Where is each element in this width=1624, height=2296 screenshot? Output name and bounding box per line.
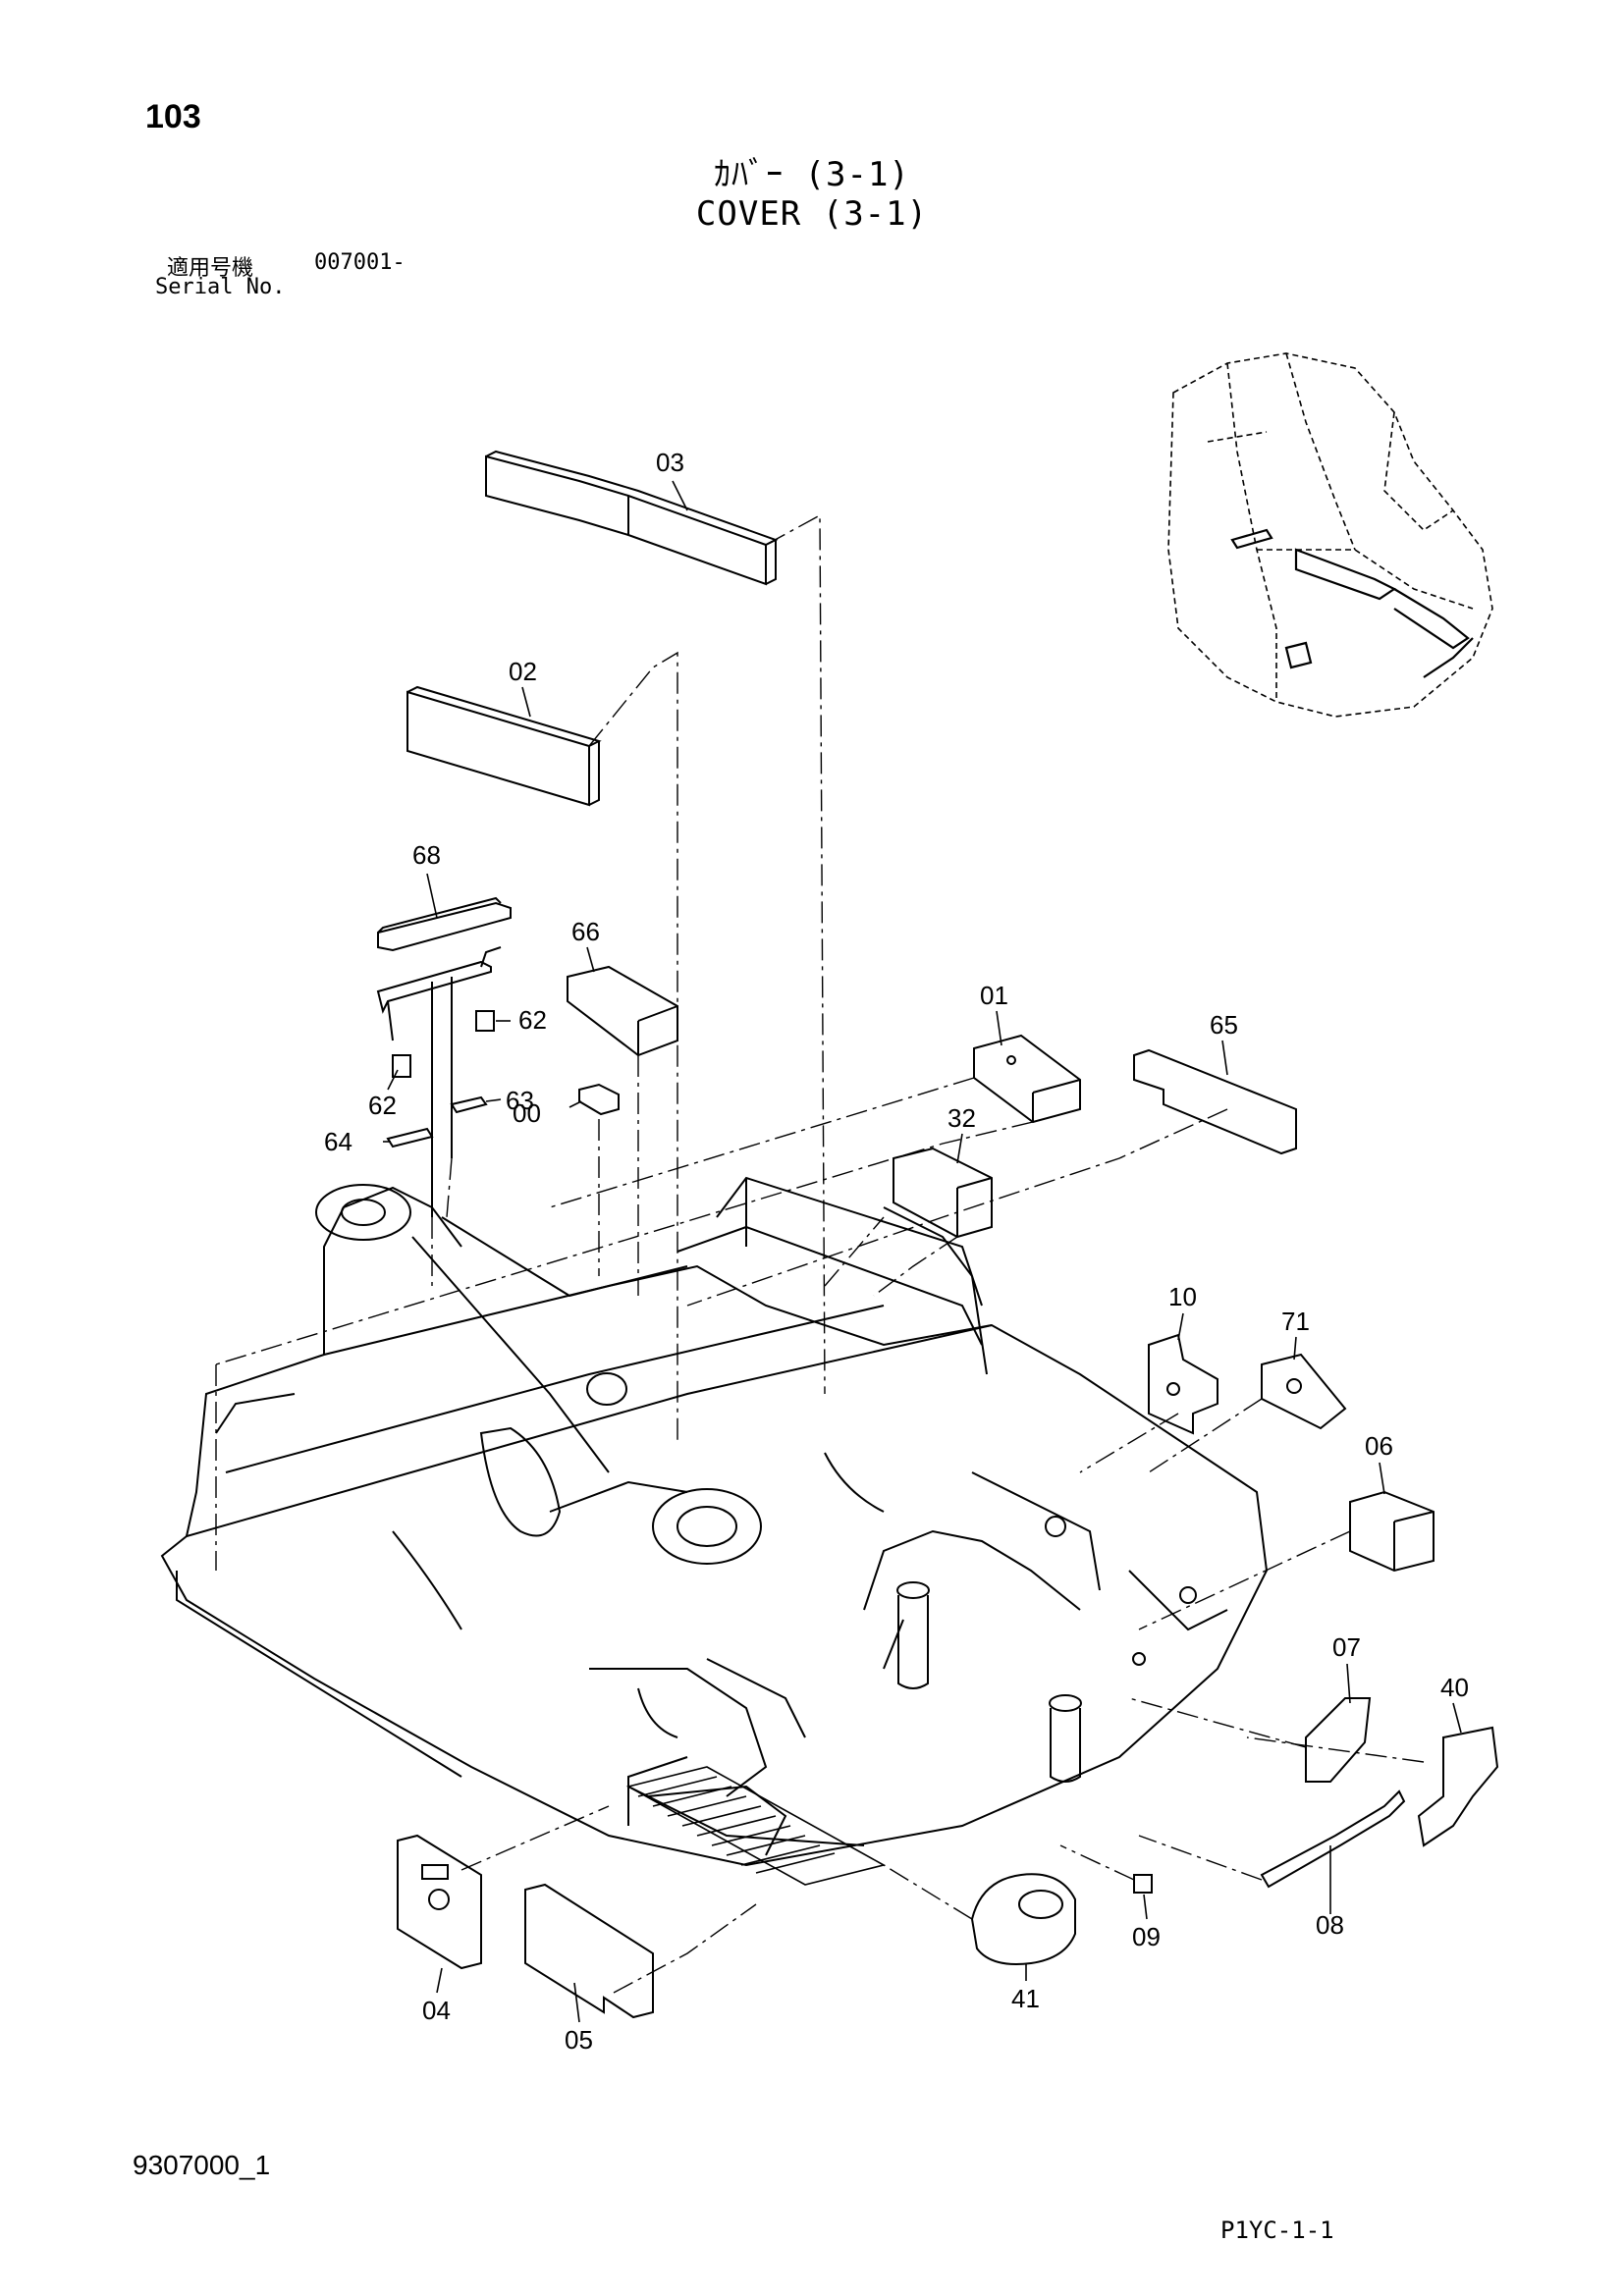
inset-highlighted-parts [1230, 528, 1474, 678]
callout-00: 00 [513, 1098, 541, 1128]
page-number: 103 [145, 98, 201, 135]
callout-32: 32 [947, 1103, 976, 1133]
callout-08: 08 [1316, 1910, 1344, 1940]
callout-10: 10 [1168, 1282, 1197, 1311]
part-08 [1260, 1789, 1406, 1889]
title-english: COVER (3-1) [695, 194, 929, 234]
part-02 [406, 685, 602, 807]
part-68 [377, 896, 512, 952]
callout-62-lower: 62 [368, 1091, 397, 1120]
part-65 [1133, 1048, 1297, 1155]
part-05 [524, 1883, 654, 2019]
serial-label-english: Serial No. [155, 275, 286, 299]
part-01 [973, 1034, 1081, 1124]
sheet-code: P1YC-1-1 [1220, 2216, 1334, 2244]
callout-63: 63 [506, 1086, 534, 1115]
callout-06: 06 [1365, 1431, 1393, 1461]
part-04 [397, 1834, 482, 1970]
part-32 [893, 1147, 993, 1239]
part-06 [1349, 1490, 1435, 1573]
callout-71: 71 [1281, 1307, 1310, 1336]
callout-02: 02 [509, 657, 537, 686]
part-07 [1305, 1697, 1372, 1783]
part-00 [578, 1083, 620, 1116]
serial-value: 007001- [314, 250, 406, 275]
callout-03: 03 [656, 448, 684, 477]
main-frame [160, 1176, 1269, 1867]
serial-label-japanese: 適用号機 [167, 256, 254, 281]
step-grating [625, 1766, 887, 1886]
part-66 [567, 965, 678, 1057]
bracket-assembly [376, 946, 502, 1217]
callout-01: 01 [980, 981, 1008, 1010]
part-41 [970, 1873, 1076, 1965]
callout-68: 68 [412, 840, 441, 870]
callout-65: 65 [1210, 1010, 1238, 1040]
callout-labels: 03 02 68 66 62 62 63 64 00 01 65 32 10 7… [324, 448, 1469, 2055]
inset-machine-view [1167, 352, 1493, 718]
title-japanese: ｶﾊﾞｰ (3-1) [714, 155, 910, 194]
callout-62-upper: 62 [518, 1005, 547, 1035]
part-40 [1417, 1726, 1499, 1847]
callout-09: 09 [1132, 1922, 1161, 1951]
callout-04: 04 [422, 1996, 451, 2025]
part-03 [485, 450, 779, 586]
callout-40: 40 [1440, 1673, 1469, 1702]
part-09 [1133, 1874, 1153, 1894]
callout-66: 66 [571, 917, 600, 946]
leader-lines [383, 480, 1462, 2023]
callout-41: 41 [1011, 1984, 1040, 2013]
part-71 [1261, 1353, 1347, 1430]
drawing-code: 9307000_1 [133, 2150, 271, 2180]
part-10 [1148, 1333, 1218, 1435]
callout-05: 05 [565, 2025, 593, 2055]
callout-07: 07 [1332, 1632, 1361, 1662]
assembly-lines [215, 513, 1425, 1994]
callout-64: 64 [324, 1127, 352, 1156]
